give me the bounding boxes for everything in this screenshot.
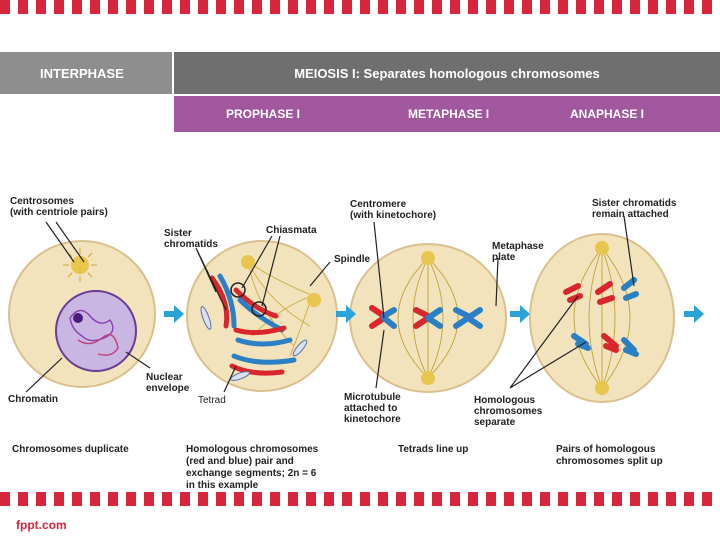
progression-arrows: [164, 305, 704, 323]
arrow-icon: [164, 305, 184, 323]
centrosome-icon: [595, 381, 609, 395]
arrow-icon: [510, 305, 530, 323]
chiasma-marker: [230, 282, 246, 298]
chromatin-label: Chromatin: [8, 394, 58, 405]
chiasmata-label: Chiasmata: [266, 225, 317, 236]
interphase-cell: [8, 240, 156, 388]
nucleus: [55, 290, 137, 372]
nuclear-envelope-fragments: [200, 306, 308, 381]
spindle-label: Spindle: [334, 254, 371, 265]
sister-chromatids-attached-label: Sister chromatids remain attached: [592, 198, 677, 220]
metaphase-label: METAPHASE I: [408, 107, 490, 121]
leader-lines: [25, 215, 635, 393]
centrosome-icon: [307, 293, 321, 307]
prophase-label: PROPHASE I: [226, 107, 301, 121]
metaphase-plate-label: Metaphase plate: [492, 241, 544, 263]
anaphase-caption: Pairs of homologous chromosomes split up: [556, 444, 663, 467]
interphase-caption: Chromosomes duplicate: [12, 444, 129, 455]
interphase-header-text: INTERPHASE: [40, 65, 124, 81]
anaphase-label: ANAPHASE I: [570, 107, 645, 121]
phase-header-bar: [174, 96, 720, 132]
sister-chromatids-label: Sister chromatids: [164, 228, 218, 250]
metaphase-cell: [349, 243, 507, 393]
centrosome-icon: [595, 241, 609, 255]
centrosomes-label: Centrosomes (with centriole pairs): [10, 196, 108, 218]
bottom-stripe-border: [0, 492, 720, 506]
meiosis-header-text: MEIOSIS I: Separates homologous chromoso…: [294, 65, 600, 81]
prophase-cell: [186, 240, 338, 392]
homologous-separate-label: Homologous chromosomes separate: [474, 395, 543, 428]
top-stripe-border: [0, 0, 720, 14]
centrosome-icon: [63, 248, 97, 282]
nuclear-envelope-label: Nuclear envelope: [146, 372, 190, 394]
microtubule-label: Microtubule attached to kinetochore: [344, 392, 401, 425]
chiasma-marker: [251, 301, 267, 317]
nucleolus: [73, 313, 83, 323]
tetrad-label: Tetrad: [198, 395, 226, 406]
centrosome-icon: [421, 251, 435, 265]
footer-brand: fppt.com: [16, 518, 67, 532]
arrow-icon: [684, 305, 704, 323]
anaphase-cell: [529, 233, 675, 403]
prophase-caption: Homologous chromosomes (red and blue) pa…: [186, 444, 319, 491]
metaphase-caption: Tetrads line up: [398, 444, 469, 455]
centrosome-icon: [421, 371, 435, 385]
arrow-icon: [336, 305, 356, 323]
centromere-label: Centromere (with kinetochore): [350, 199, 437, 221]
interphase-header: INTERPHASE: [0, 52, 172, 94]
centrosome-icon: [241, 255, 255, 269]
meiosis-header: MEIOSIS I: Separates homologous chromoso…: [174, 52, 720, 94]
